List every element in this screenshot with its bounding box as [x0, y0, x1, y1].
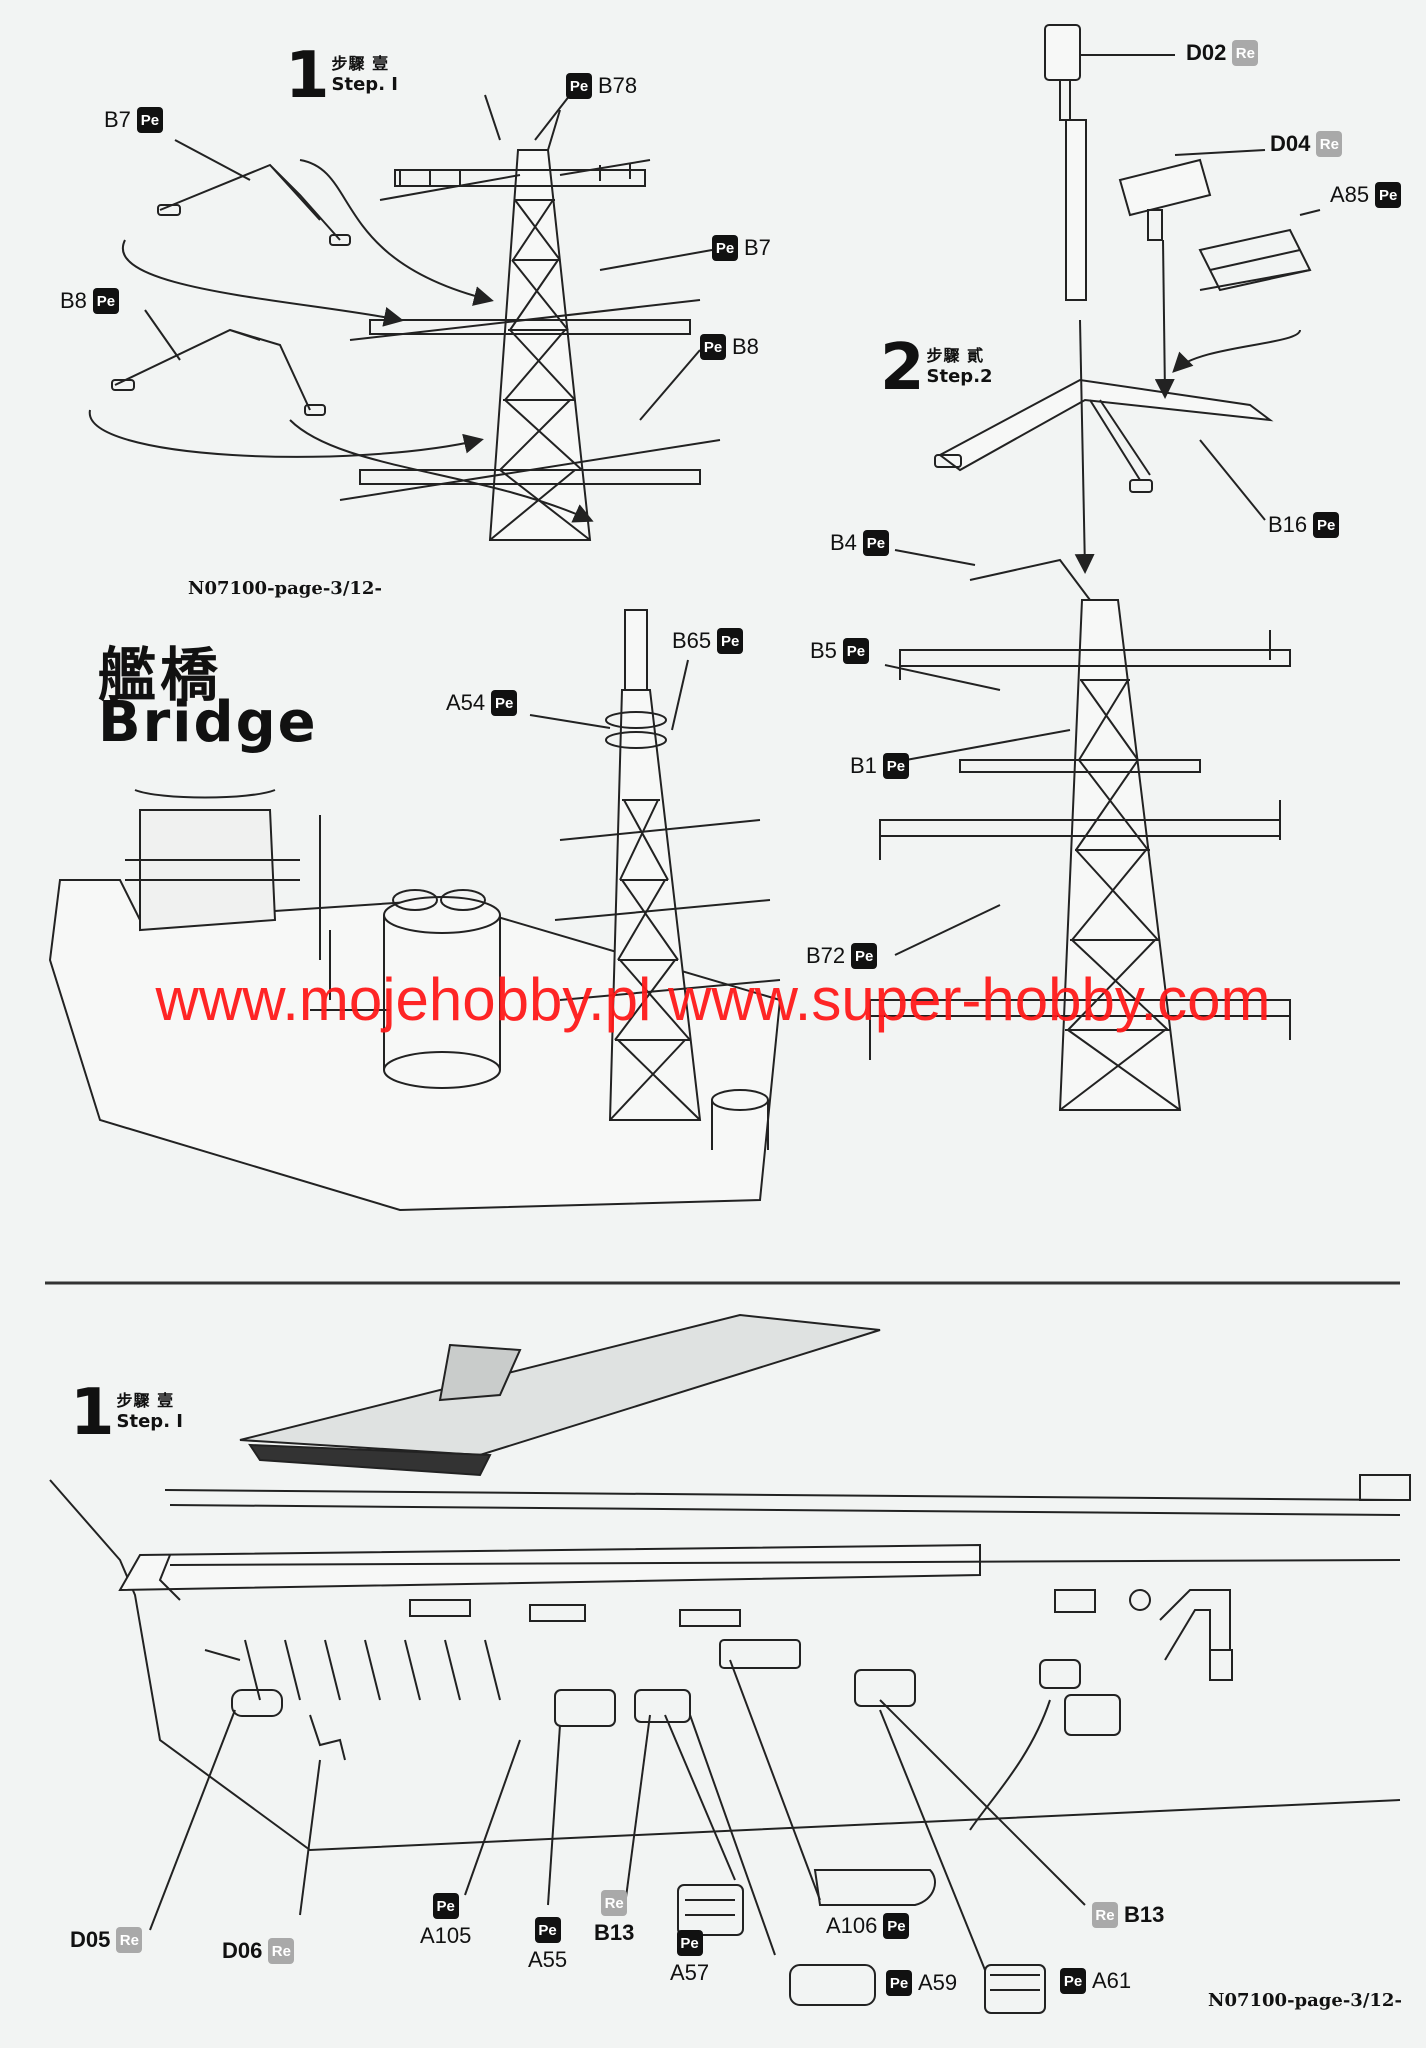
- part-label-a54: A54 Pe: [446, 690, 518, 716]
- part-label-a55: Pe A55: [528, 1917, 567, 1973]
- pe-badge: Pe: [1375, 182, 1402, 208]
- re-badge: Re: [268, 1938, 295, 1964]
- step-number: 2: [880, 331, 925, 405]
- part-code: A57: [670, 1960, 710, 1985]
- part-code: B7: [104, 107, 131, 132]
- re-badge: Re: [116, 1927, 143, 1953]
- part-code: A54: [446, 690, 486, 715]
- pe-badge: Pe: [1313, 512, 1340, 538]
- hull-step1-drawing: [49, 1313, 1411, 2014]
- part-code: A61: [1092, 1968, 1132, 1993]
- part-code: B5: [810, 638, 837, 663]
- part-code: A106: [826, 1913, 878, 1938]
- mast-step2-drawing: [869, 24, 1321, 1111]
- step1-bottom-header: 1 步驟 壹 Step. I: [70, 1376, 183, 1450]
- pe-badge: Pe: [491, 690, 518, 716]
- part-label-b4: B4 Pe: [830, 530, 889, 556]
- part-code: B16: [1268, 512, 1308, 537]
- pe-badge: Pe: [92, 288, 119, 314]
- part-label-b8-b: Pe B8: [700, 334, 759, 360]
- part-label-b72: B72 Pe: [806, 943, 878, 969]
- part-code: B4: [830, 530, 857, 555]
- pe-badge: Pe: [712, 235, 738, 261]
- part-label-b13-a: Re B13: [594, 1890, 634, 1946]
- page-reference-bottom: N07100-page-3/12-: [1208, 1990, 1402, 2011]
- step1-top-header: 1 步驟 壹 Step. I: [285, 39, 398, 113]
- pe-badge: Pe: [534, 1917, 561, 1943]
- pe-badge: Pe: [432, 1893, 459, 1919]
- part-label-b16: B16 Pe: [1268, 512, 1340, 538]
- pe-badge: Pe: [136, 107, 163, 133]
- section-title-en: Bridge: [98, 690, 318, 755]
- part-label-d02: D02 Re: [1186, 40, 1259, 66]
- re-badge: Re: [1232, 40, 1259, 66]
- step-number: 1: [285, 39, 330, 113]
- part-code: A105: [420, 1923, 472, 1948]
- part-code: A55: [528, 1947, 568, 1972]
- part-code: D04: [1270, 131, 1311, 156]
- pe-badge: Pe: [1060, 1968, 1086, 1994]
- step-label-en: Step. I: [331, 74, 398, 95]
- part-code: A59: [918, 1970, 958, 1995]
- bridge-superstructure-drawing: [48, 609, 782, 1212]
- re-badge: Re: [1092, 1902, 1118, 1928]
- part-label-b8-a: B8 Pe: [60, 288, 119, 314]
- part-label-a61: Pe A61: [1060, 1968, 1131, 1994]
- part-label-b1: B1 Pe: [850, 753, 909, 779]
- pe-badge: Pe: [882, 753, 909, 779]
- part-label-a105: Pe A105: [420, 1893, 471, 1949]
- part-label-b65: B65 Pe: [672, 628, 744, 654]
- step-label-en: Step. I: [116, 1411, 183, 1432]
- pe-badge: Pe: [676, 1930, 703, 1956]
- re-badge: Re: [601, 1890, 628, 1916]
- step-label-zh: 步驟 壹: [116, 1391, 175, 1410]
- part-label-b13-b: Re B13: [1092, 1902, 1164, 1928]
- part-label-a85: A85 Pe: [1330, 182, 1402, 208]
- step-number: 1: [70, 1376, 115, 1450]
- step2-header: 2 步驟 貳 Step.2: [880, 331, 993, 405]
- part-label-d04: D04 Re: [1270, 131, 1343, 157]
- section-title-zh: 艦橋: [98, 641, 223, 709]
- part-code: A85: [1330, 182, 1370, 207]
- part-code: B7: [744, 235, 771, 260]
- part-code: B78: [598, 73, 638, 98]
- part-code: D02: [1186, 40, 1227, 65]
- pe-badge: Pe: [717, 628, 744, 654]
- pe-badge: Pe: [566, 73, 592, 99]
- step-label-en: Step.2: [926, 366, 993, 387]
- part-code: B13: [594, 1920, 635, 1945]
- pe-badge: Pe: [883, 1913, 910, 1939]
- part-code: B8: [732, 334, 759, 359]
- re-badge: Re: [1316, 131, 1343, 157]
- part-label-d06: D06 Re: [222, 1938, 295, 1964]
- part-label-a57: Pe A57: [670, 1930, 709, 1986]
- part-code: B13: [1124, 1902, 1165, 1927]
- part-label-b7-a: B7 Pe: [104, 107, 163, 133]
- pe-badge: Pe: [886, 1970, 912, 1996]
- pe-badge: Pe: [862, 530, 889, 556]
- part-code: B1: [850, 753, 877, 778]
- part-label-b78: Pe B78: [566, 73, 637, 99]
- pe-badge: Pe: [700, 334, 726, 360]
- part-label-b7-b: Pe B7: [712, 235, 771, 261]
- part-code: B65: [672, 628, 712, 653]
- part-label-d05: D05 Re: [70, 1927, 143, 1953]
- pe-badge: Pe: [842, 638, 869, 664]
- page-reference-top: N07100-page-3/12-: [188, 578, 382, 599]
- part-label-b5: B5 Pe: [810, 638, 869, 664]
- step-label-zh: 步驟 壹: [331, 54, 390, 73]
- pe-badge: Pe: [851, 943, 878, 969]
- mast-step1-drawing: [88, 94, 721, 541]
- part-code: B72: [806, 943, 846, 968]
- part-code: D05: [70, 1927, 111, 1952]
- step-label-zh: 步驟 貳: [926, 346, 985, 365]
- watermark-text: www.mojehobby.pl www.super-hobby.com: [155, 966, 1271, 1033]
- part-label-a106: A106 Pe: [826, 1913, 910, 1939]
- part-label-a59: Pe A59: [886, 1970, 957, 1996]
- part-code: B8: [60, 288, 87, 313]
- part-code: D06: [222, 1938, 263, 1963]
